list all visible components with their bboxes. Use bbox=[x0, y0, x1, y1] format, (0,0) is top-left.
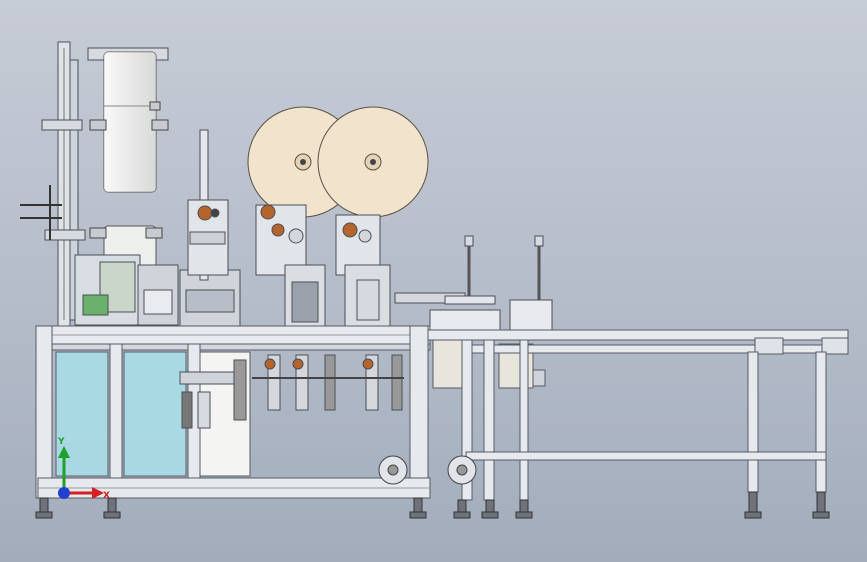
drive-units bbox=[179, 354, 404, 429]
triad-x-label: X bbox=[103, 491, 110, 501]
leveling-feet bbox=[35, 491, 830, 519]
cylinders bbox=[394, 235, 553, 335]
casters bbox=[378, 455, 477, 485]
filter-roll-tower bbox=[20, 41, 169, 328]
roll-shaft-hubs bbox=[89, 101, 169, 239]
coordinate-triad: Y X bbox=[57, 437, 110, 501]
folding-station bbox=[74, 254, 241, 331]
green-sensor-block bbox=[82, 294, 109, 316]
triad-y-label: Y bbox=[57, 437, 65, 447]
frame-leg-right bbox=[409, 325, 429, 499]
conveyor bbox=[427, 329, 849, 501]
ear-loop-roll-right bbox=[317, 106, 429, 218]
frame-leg-left bbox=[35, 325, 53, 499]
main-frame bbox=[35, 325, 431, 499]
tower-post-inner bbox=[69, 59, 79, 321]
guard-panels bbox=[55, 351, 251, 477]
welding-heads bbox=[255, 204, 391, 331]
nose-wire-tower bbox=[187, 129, 229, 281]
filter-roll-upper bbox=[103, 51, 157, 193]
